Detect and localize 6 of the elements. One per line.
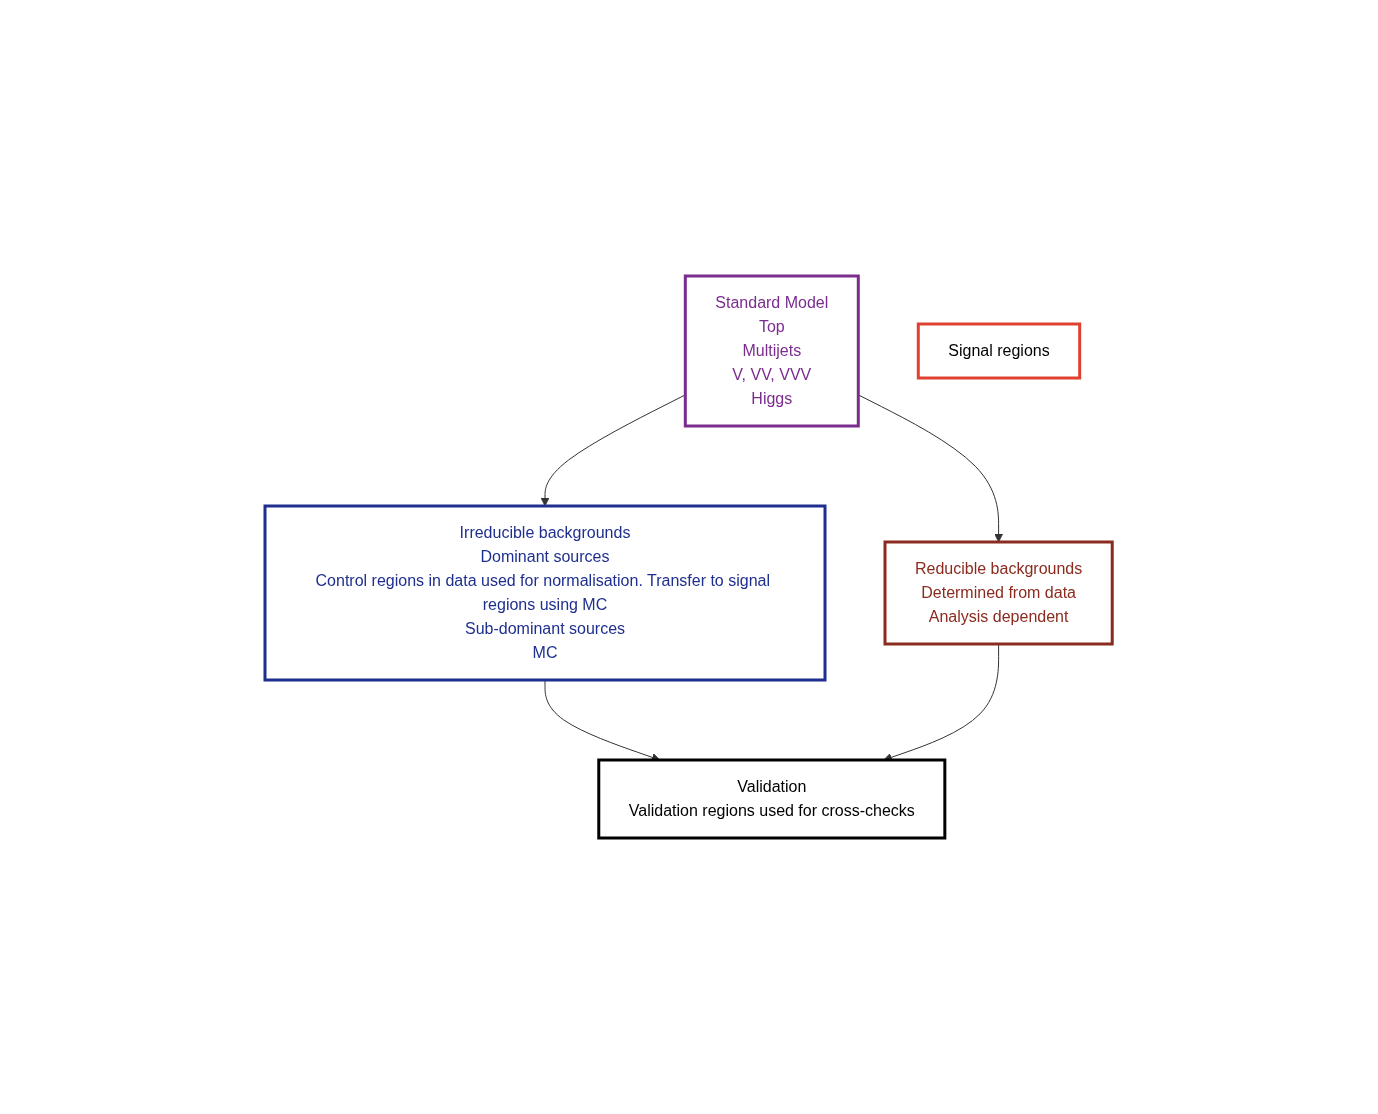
node-box: Signal regions xyxy=(917,322,1082,380)
node-box: Validation Validation regions used for cross-checks xyxy=(597,758,947,840)
arrow xyxy=(858,394,1004,543)
node-box: Irreducible backgrounds Dominant sources Control regions in data used for normalisation. Transfer to signal regions using MC Sub-dominant sources MC xyxy=(263,504,827,682)
node-box: Standard Model Top Multijets V, VV, VVV Higgs xyxy=(684,274,861,428)
node-box: Reducible backgrounds Determined from data Analysis dependent xyxy=(883,540,1115,646)
